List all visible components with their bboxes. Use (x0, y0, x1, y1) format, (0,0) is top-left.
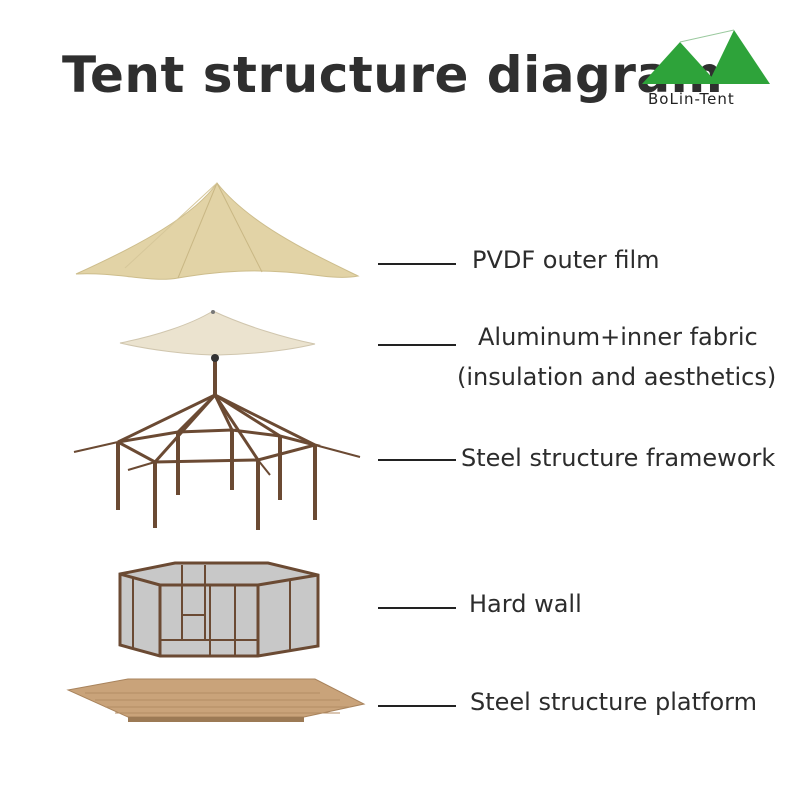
label-steel-frame: Steel structure framework (461, 444, 776, 472)
steel-frame-layer (73, 354, 361, 530)
brand-logo: BoLin-Tent (638, 24, 778, 114)
label-inner-fabric-line2: (insulation and aesthetics) (457, 363, 777, 391)
leader-line-outer-film (378, 263, 456, 265)
label-inner-fabric-line1: Aluminum+inner fabric (478, 323, 758, 351)
leader-line-inner-fabric (378, 344, 456, 346)
leader-line-hard-wall (378, 607, 456, 609)
label-hard-wall: Hard wall (469, 590, 582, 618)
label-platform: Steel structure platform (470, 688, 757, 716)
hard-wall-layer (118, 561, 320, 658)
outer-film-layer (75, 182, 360, 280)
leader-line-platform (378, 705, 456, 707)
tent-logo-icon (642, 29, 770, 84)
page-title: Tent structure diagram (62, 46, 724, 104)
logo-text: BoLin-Tent (648, 90, 735, 108)
leader-line-steel-frame (378, 459, 456, 461)
inner-fabric-layer (119, 310, 316, 356)
label-outer-film: PVDF outer film (472, 246, 660, 274)
platform-layer (66, 678, 366, 722)
